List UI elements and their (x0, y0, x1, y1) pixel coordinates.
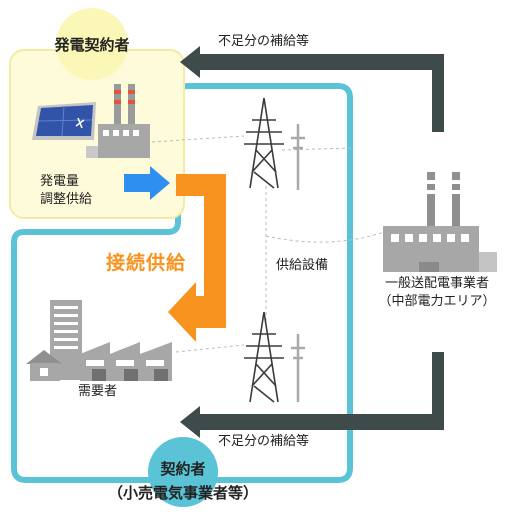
transmission-tower-icon (244, 97, 284, 189)
tso-name: 一般送配電事業者 (384, 276, 489, 291)
shortfall-arrow-bottom (180, 352, 444, 438)
connection-arrow (168, 174, 226, 342)
shortfall-label-top: 不足分の補給等 (218, 34, 310, 49)
dashed-lines (151, 135, 385, 353)
generator-supply-line2: 調整供給 (40, 192, 93, 207)
contractor-subtitle: （小売電気事業者等） (107, 484, 258, 502)
factory-icon (80, 342, 172, 381)
utility-pole-icon (291, 334, 305, 402)
supply-arrow (124, 166, 170, 200)
contractor-title: 契約者 (160, 460, 206, 478)
shortfall-label-bottom: 不足分の補給等 (218, 434, 310, 449)
transmission-tower-icon (244, 311, 284, 403)
consumer-label: 需要者 (78, 384, 118, 399)
power-plant-icon (383, 172, 497, 272)
utility-pole-icon (291, 124, 305, 190)
supply-facilities-label: 供給設備 (276, 258, 329, 273)
contractor-title-circle (148, 437, 218, 507)
tso-area: （中部電力エリア） (378, 294, 496, 309)
connection-supply-label: 接続供給 (106, 252, 187, 274)
generator-title-circle (56, 8, 128, 80)
solar-panel-icon (32, 102, 96, 140)
shortfall-arrow-top (180, 46, 444, 132)
generator-supply-line1: 発電量 (40, 174, 80, 189)
house-icon (26, 350, 62, 381)
generator-factory-icon (86, 84, 150, 158)
contractor-region (11, 83, 353, 483)
generator-title: 発電契約者 (54, 36, 130, 54)
